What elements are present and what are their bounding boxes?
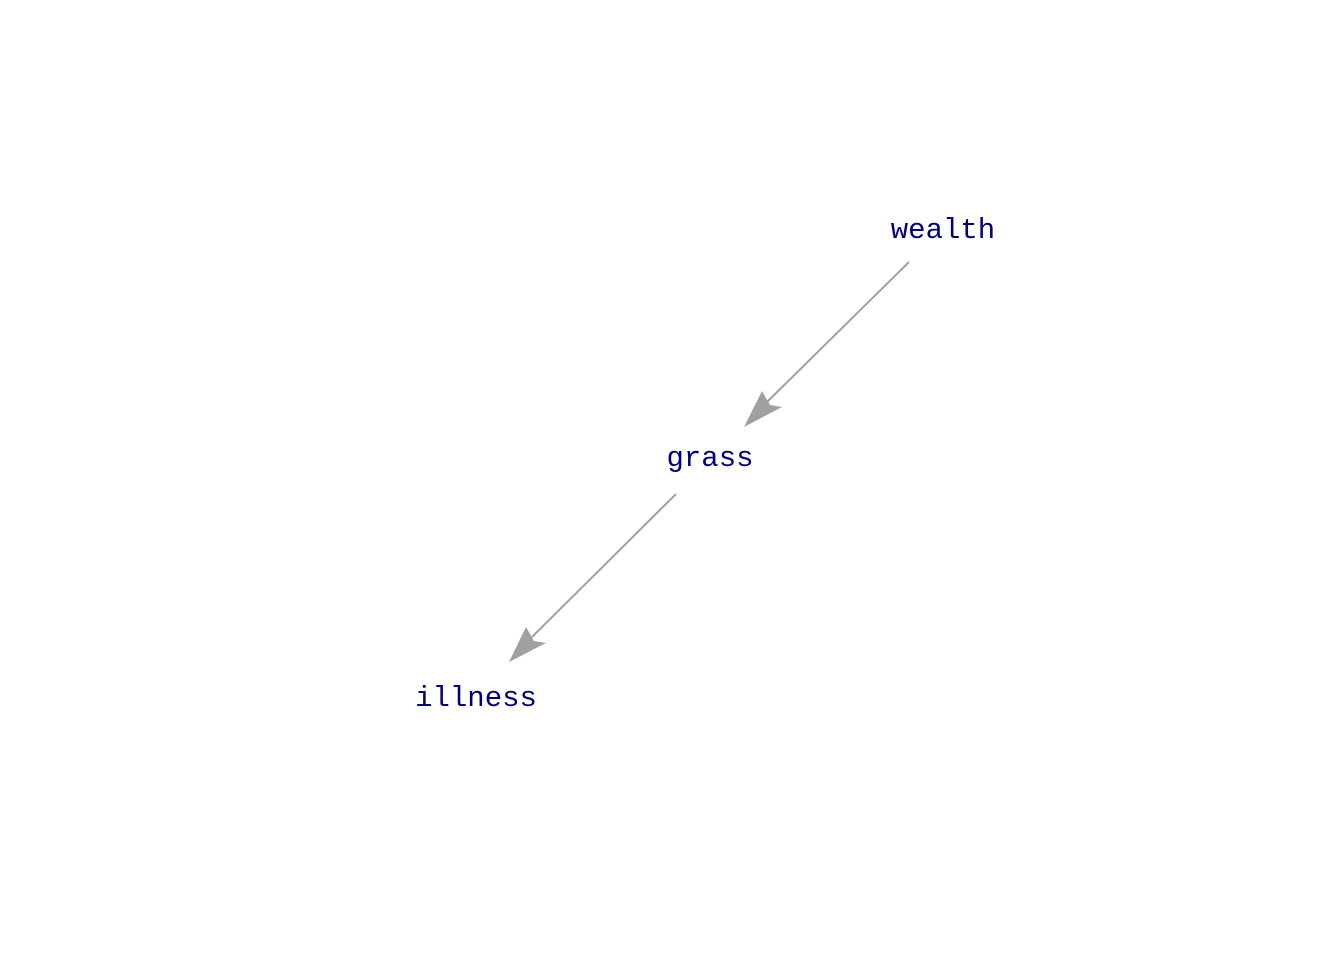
node-grass: grass bbox=[666, 442, 753, 475]
node-illness: illness bbox=[415, 682, 537, 715]
node-wealth: wealth bbox=[891, 214, 995, 247]
edge-grass-to-illness bbox=[509, 493, 677, 662]
edge-line bbox=[531, 493, 677, 638]
arrowhead-icon bbox=[509, 627, 546, 662]
edge-wealth-to-grass bbox=[744, 261, 910, 427]
arrowhead-icon bbox=[744, 391, 782, 427]
edge-line bbox=[766, 261, 910, 403]
